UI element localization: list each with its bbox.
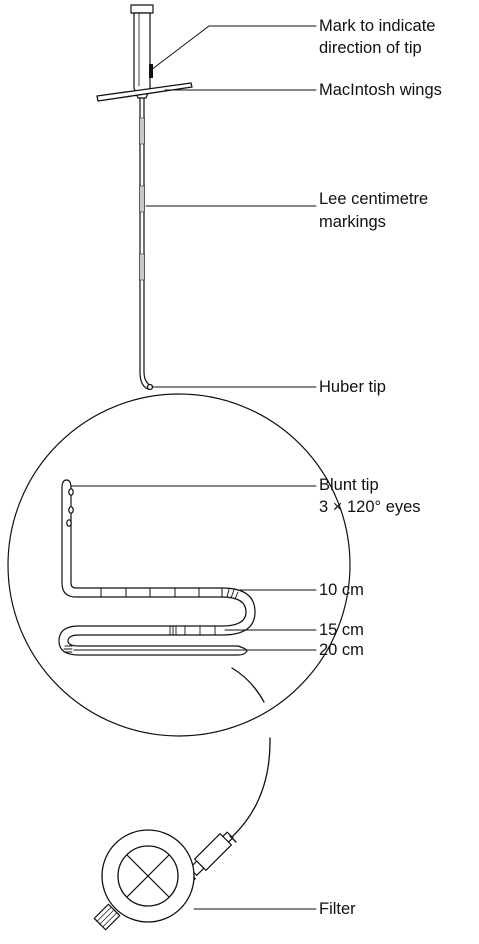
- marking-15cm: [169, 625, 216, 636]
- needle-leader-lines: [145, 25, 317, 388]
- tuohy-needle: [130, 4, 154, 391]
- label-mark-tip-line1: Mark to indicate: [319, 17, 436, 35]
- macintosh-wings: [96, 82, 193, 102]
- catheter-eye: [68, 506, 74, 514]
- label-filter: Filter: [319, 900, 356, 918]
- cm-band: [139, 117, 145, 145]
- catheter-leader-lines: [70, 485, 317, 651]
- label-mark-tip-line2: direction of tip: [319, 39, 422, 57]
- catheter-eye: [68, 488, 74, 496]
- catheter-tick-marks: [100, 587, 223, 598]
- label-markings-line2: markings: [319, 213, 386, 231]
- epidural-catheter: [58, 479, 256, 656]
- filter: [93, 829, 195, 931]
- catheter-tubing: [231, 667, 265, 703]
- label-20cm: 20 cm: [319, 641, 364, 659]
- cm-band: [139, 185, 145, 213]
- label-15cm: 15 cm: [319, 621, 364, 639]
- catheter-tip: [58, 479, 256, 656]
- needle-hub-cap: [130, 4, 154, 14]
- label-markings-line1: Lee centimetre: [319, 190, 429, 208]
- catheter-tubing: [231, 737, 271, 838]
- label-blunt-tip-line2: 3 × 120° eyes: [319, 498, 421, 516]
- marking-10cm: [226, 588, 239, 600]
- direction-mark: [149, 64, 153, 78]
- needle-hub: [133, 12, 151, 99]
- label-wings: MacIntosh wings: [319, 81, 442, 99]
- magnification-circle: [7, 393, 351, 737]
- catheter-eye: [66, 519, 72, 527]
- marking-20cm: [63, 645, 73, 653]
- label-huber-tip: Huber tip: [319, 378, 386, 396]
- cm-band: [139, 253, 145, 281]
- label-blunt-tip-line1: Blunt tip: [319, 476, 379, 494]
- label-10cm: 10 cm: [319, 581, 364, 599]
